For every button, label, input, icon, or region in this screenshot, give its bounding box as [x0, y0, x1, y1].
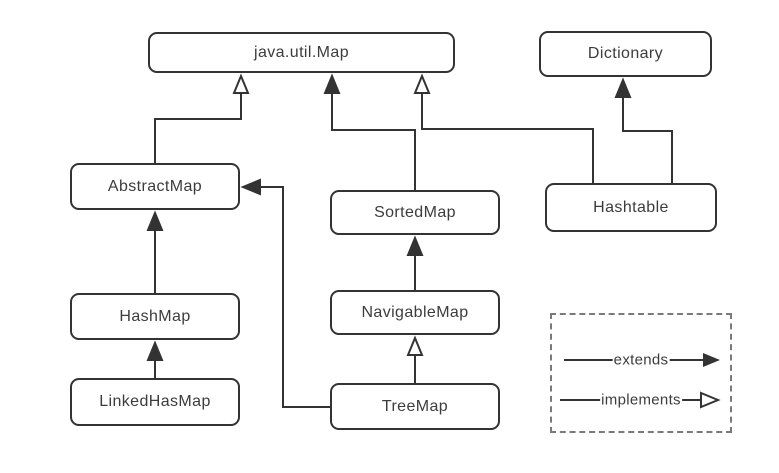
edge-hashmap-extends-abstractmap: [146, 210, 164, 293]
legend-implements-row: implements: [552, 388, 730, 412]
edge-hashtable-extends-dictionary: [614, 77, 673, 183]
legend-extends-row: extends: [552, 348, 730, 372]
edge-treemap-extends-abstractmap: [240, 178, 330, 408]
node-abstractmap: AbstractMap: [70, 163, 240, 210]
legend-extends-label: extends: [612, 351, 670, 369]
edge-hashtable-implements-map: [413, 73, 594, 183]
node-dictionary: Dictionary: [539, 31, 712, 77]
node-hashtable: Hashtable: [545, 183, 717, 232]
edge-abstractmap-implements-map: [154, 73, 250, 163]
node-treemap: TreeMap: [330, 383, 500, 430]
node-sortedmap: SortedMap: [330, 190, 500, 235]
edge-treemap-implements-navigablemap: [406, 335, 424, 383]
node-java-util-map: java.util.Map: [148, 32, 455, 73]
node-hashmap: HashMap: [70, 293, 240, 340]
edge-linkedhasmap-extends-hashmap: [146, 340, 164, 378]
node-navigablemap: NavigableMap: [330, 290, 500, 335]
legend-box: extends implements: [550, 313, 732, 433]
node-linkedhasmap: LinkedHasMap: [70, 378, 240, 426]
edge-sortedmap-extends-map: [323, 73, 416, 190]
legend-implements-label: implements: [600, 391, 682, 409]
edge-navigablemap-extends-sortedmap: [406, 235, 424, 290]
